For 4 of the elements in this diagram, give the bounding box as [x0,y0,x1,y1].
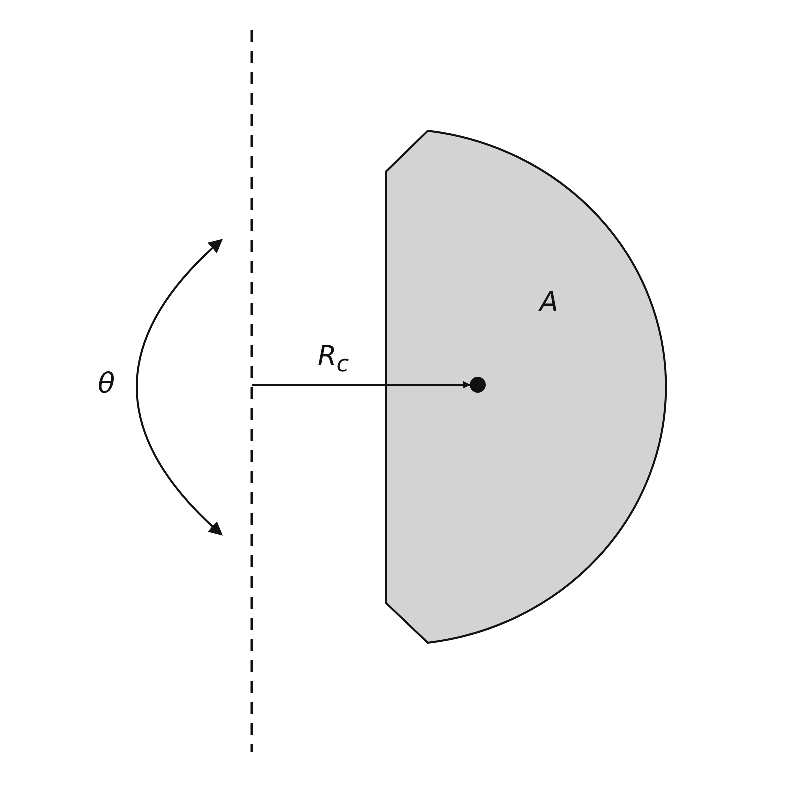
plane-region [385,129,667,647]
region-label: A [540,289,558,316]
arrow [252,381,471,389]
angle-label: θ [98,370,116,398]
